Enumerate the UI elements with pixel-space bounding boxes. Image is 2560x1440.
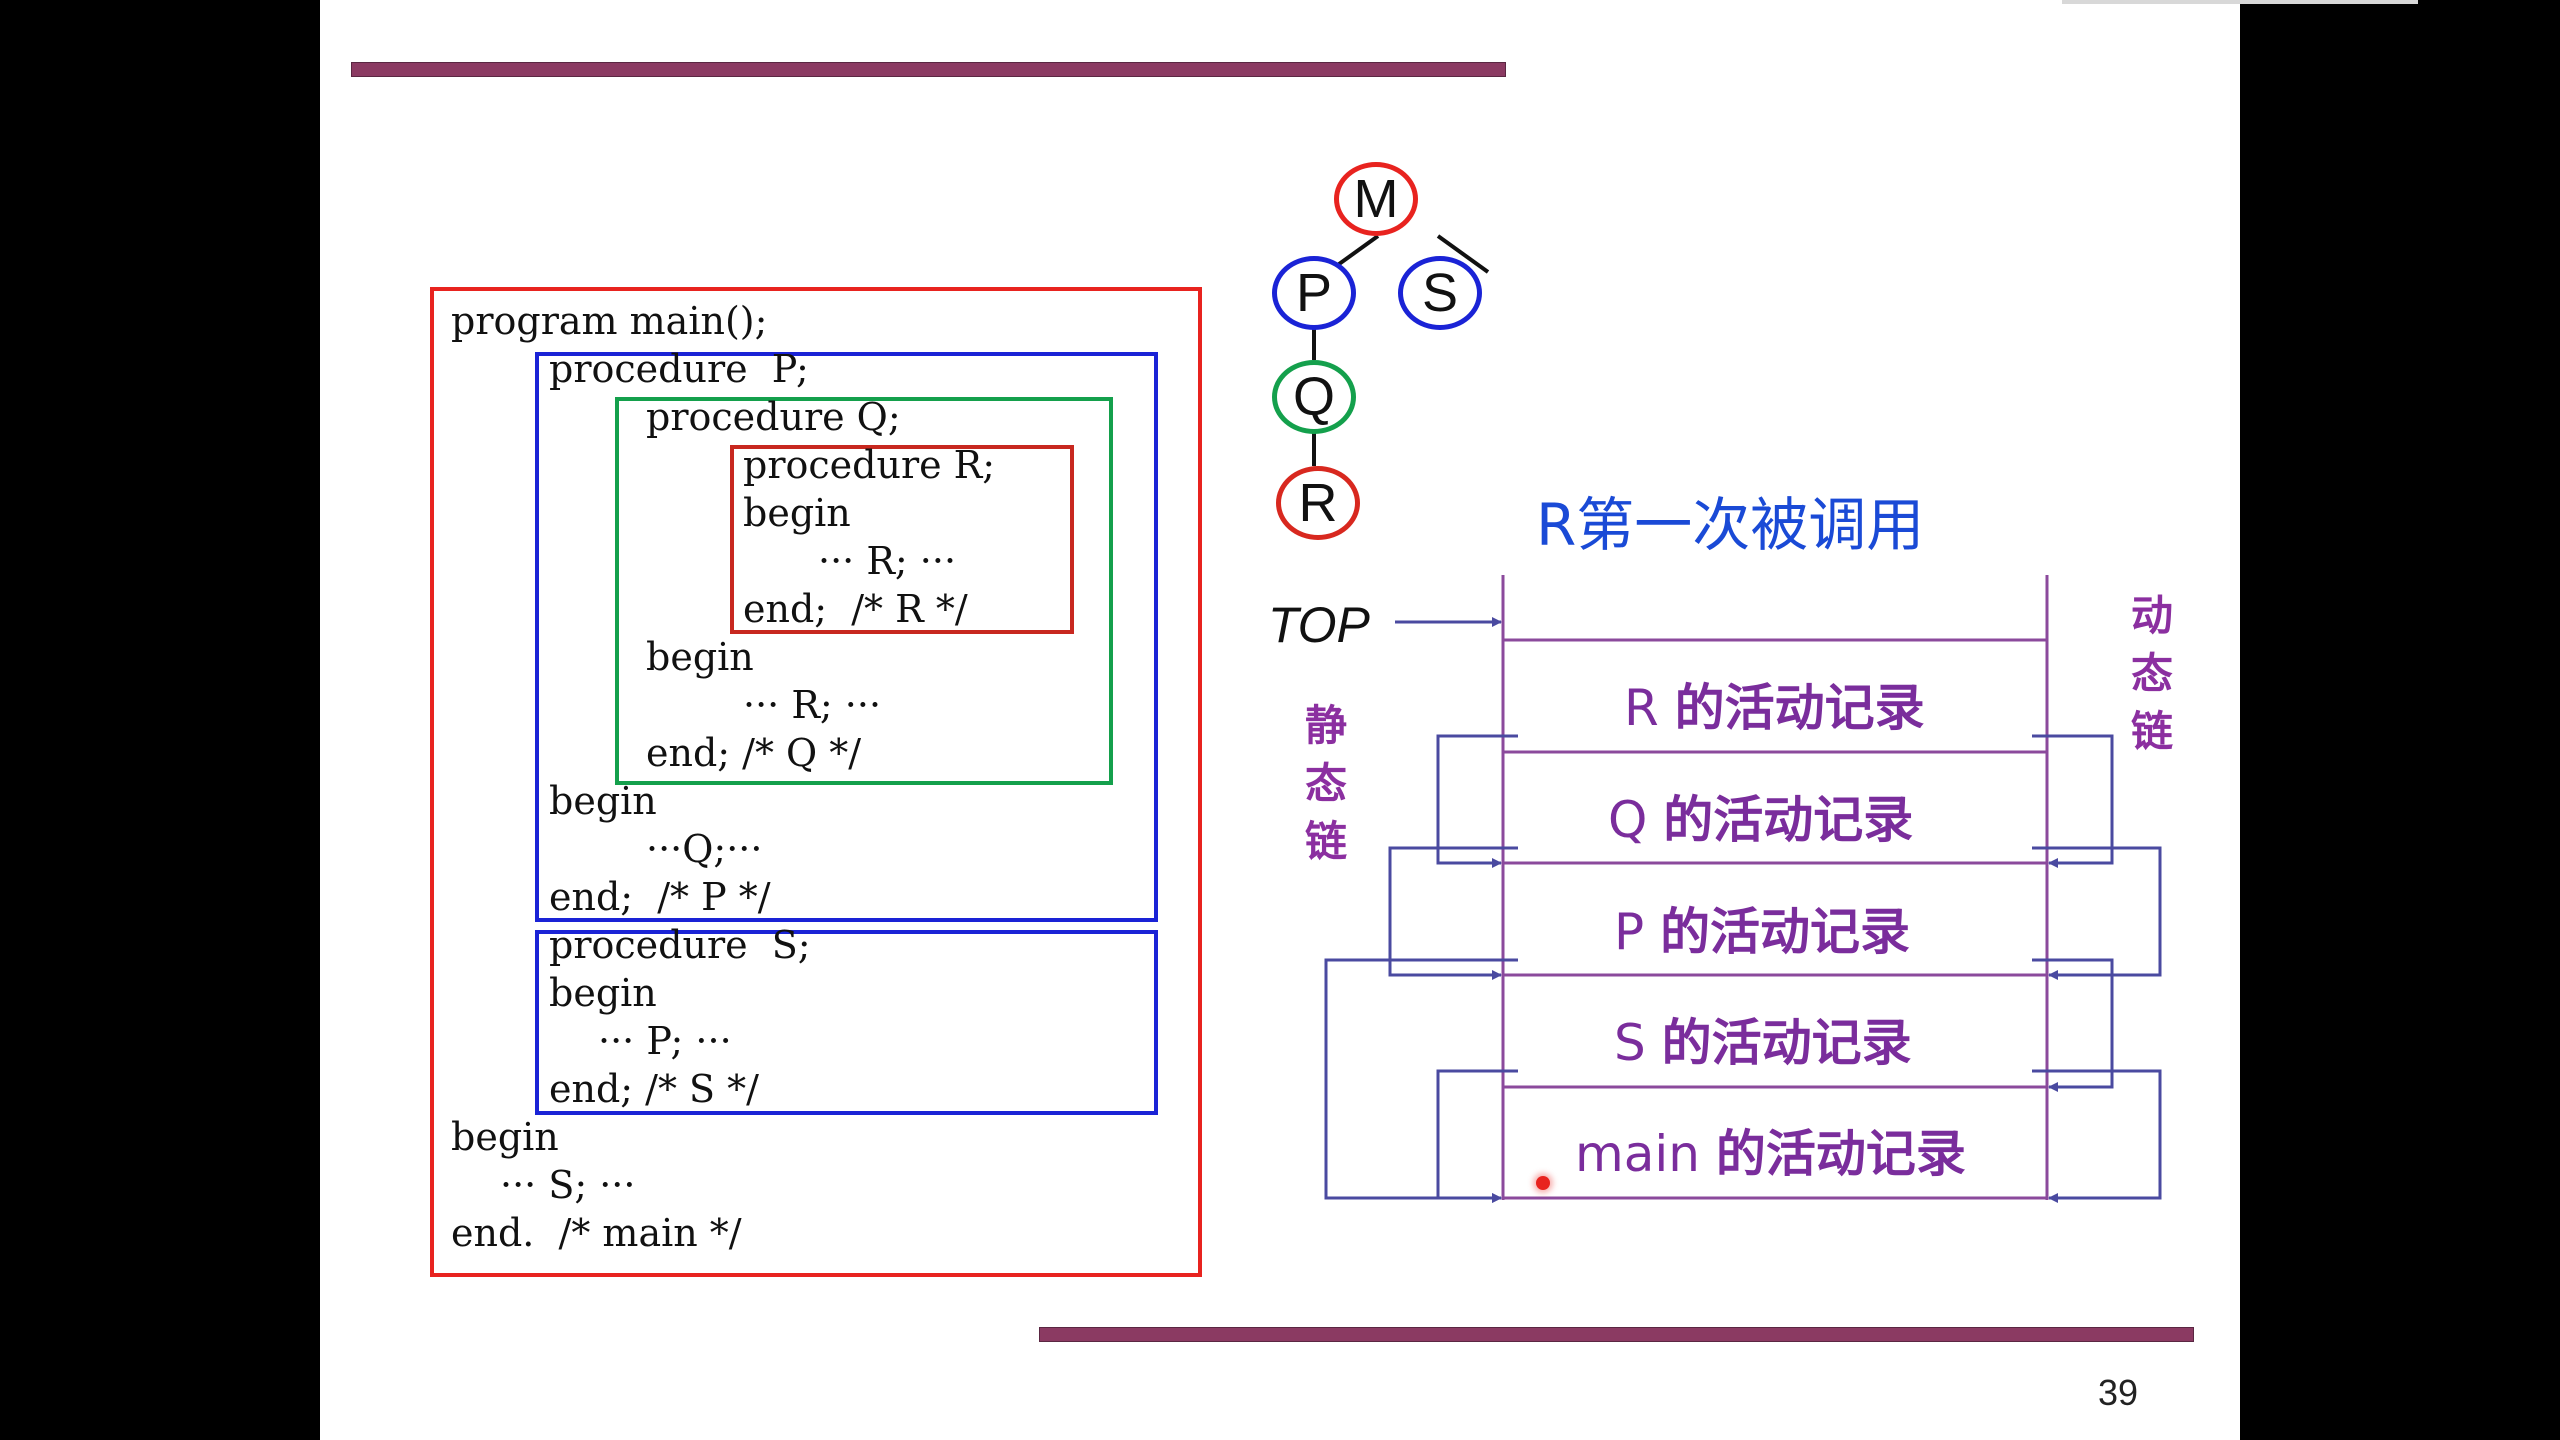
laser-pointer-dot <box>1536 1176 1550 1190</box>
static-chain-links <box>1324 734 1518 1203</box>
activation-stack-diagram <box>1324 575 2162 1203</box>
top-tab <box>2062 0 2418 4</box>
top-label: TOP <box>1268 597 1370 653</box>
dynamic-chain-label: 动态链 <box>2130 591 2173 756</box>
procedure-r-scope-box <box>730 445 1074 634</box>
code-line: end; /* R */ <box>743 587 968 631</box>
header-rule <box>351 62 1506 77</box>
activation-record-p: P 的活动记录 <box>1614 892 1910 964</box>
activation-record-q: Q 的活动记录 <box>1608 780 1913 852</box>
record-name: S <box>1614 1014 1646 1072</box>
record-suffix: 的活动记录 <box>1660 903 1911 961</box>
code-line: begin <box>549 971 657 1015</box>
stack-frame <box>1501 575 2049 1200</box>
code-line: procedure R; <box>743 443 996 487</box>
page-number: 39 <box>2098 1372 2139 1413</box>
record-name: Q <box>1608 791 1648 849</box>
procedure-q-scope-box <box>615 397 1113 785</box>
record-name: main <box>1575 1125 1700 1183</box>
code-line: begin <box>451 1115 559 1159</box>
dynamic-chain-links <box>2032 734 2162 1203</box>
procedure-s-scope-box <box>535 930 1158 1115</box>
record-suffix: 的活动记录 <box>1674 679 1925 737</box>
stack-title: R第一次被调用 <box>1536 491 1925 559</box>
tree-node-m: M <box>1334 162 1418 236</box>
activation-record-s: S 的活动记录 <box>1614 1003 1912 1075</box>
tree-node-q: Q <box>1272 360 1356 434</box>
record-suffix: 的活动记录 <box>1661 1014 1912 1072</box>
code-line: ··· R; ··· <box>743 683 882 727</box>
main-scope-box <box>430 287 1202 1277</box>
code-line: ··· R; ··· <box>818 539 957 583</box>
code-line: end. /* main */ <box>451 1211 742 1255</box>
procedure-p-scope-box <box>535 352 1158 922</box>
static-chain-label: 静态链 <box>1304 701 1347 866</box>
code-line: end; /* P */ <box>549 875 771 919</box>
activation-record-main: main 的活动记录 <box>1575 1114 1966 1186</box>
tree-node-s: S <box>1398 256 1482 330</box>
footer-rule <box>1039 1327 2194 1342</box>
code-line: program main(); <box>451 299 768 343</box>
tree-node-p: P <box>1272 256 1356 330</box>
record-suffix: 的活动记录 <box>1715 1125 1966 1183</box>
code-line: procedure S; <box>549 923 811 967</box>
slide: program main(); procedure P; procedure Q… <box>320 0 2418 1440</box>
tree-node-r: R <box>1276 466 1360 540</box>
code-line: ··· P; ··· <box>598 1019 732 1063</box>
code-line: end; /* Q */ <box>646 731 862 775</box>
code-line: procedure Q; <box>646 395 901 439</box>
code-line: begin <box>743 491 851 535</box>
code-line: begin <box>549 779 657 823</box>
record-name: R <box>1624 679 1659 737</box>
code-line: ··· S; ··· <box>500 1163 636 1207</box>
code-line: end; /* S */ <box>549 1067 759 1111</box>
code-line: procedure P; <box>549 347 809 391</box>
activation-record-r: R 的活动记录 <box>1624 668 1925 740</box>
record-name: P <box>1614 903 1645 961</box>
code-line: begin <box>646 635 754 679</box>
record-suffix: 的活动记录 <box>1663 791 1914 849</box>
code-line: ···Q;··· <box>646 827 763 871</box>
